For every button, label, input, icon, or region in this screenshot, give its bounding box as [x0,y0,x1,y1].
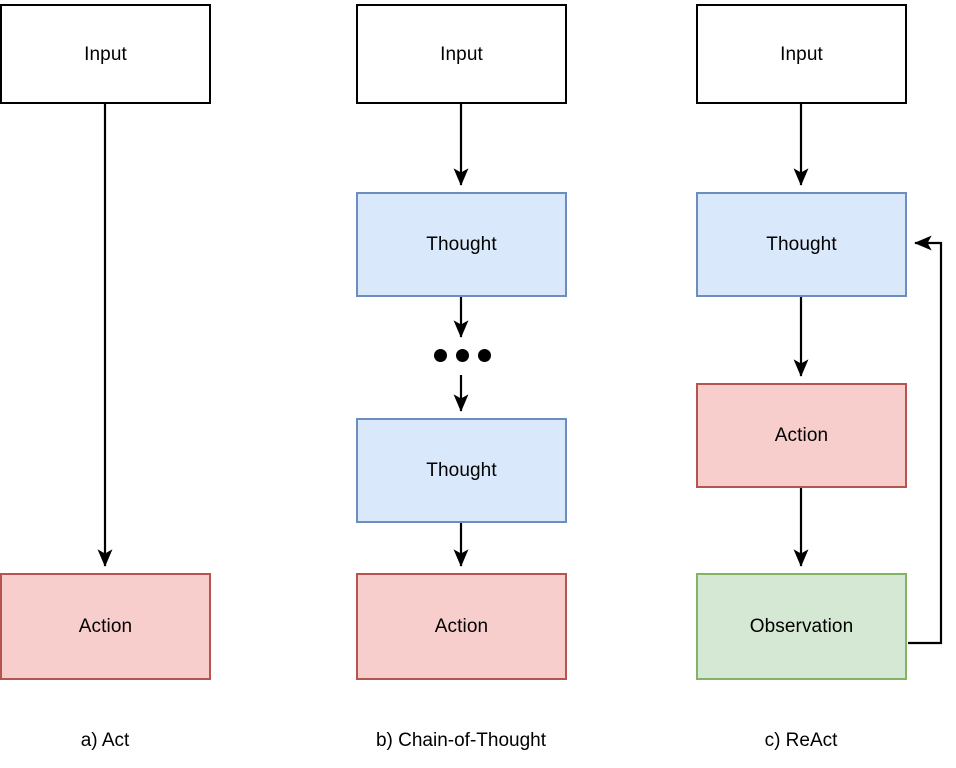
node-label: Thought [426,234,497,255]
node-cot-input[interactable]: Input [356,4,567,104]
edge-react-observation-to-thought-feedback [908,235,943,645]
node-label: Action [774,425,829,446]
ellipsis-dot [456,349,469,362]
caption-chain-of-thought: b) Chain-of-Thought [375,730,547,751]
node-label: Action [78,616,133,637]
node-cot-thought-1[interactable]: Thought [356,192,567,297]
node-act-input[interactable]: Input [0,4,211,104]
node-react-action[interactable]: Action [696,383,907,488]
node-label: Input [84,43,127,65]
ellipsis-dot [478,349,491,362]
node-cot-action[interactable]: Action [356,573,567,680]
node-label: Input [440,43,483,65]
node-react-thought[interactable]: Thought [696,192,907,297]
node-label: Thought [766,234,837,255]
node-cot-thought-2[interactable]: Thought [356,418,567,523]
node-react-observation[interactable]: Observation [696,573,907,680]
node-label: Input [780,43,823,65]
node-label: Observation [749,616,854,637]
node-react-input[interactable]: Input [696,4,907,104]
caption-react: c) ReAct [764,730,838,751]
node-label: Thought [426,460,497,481]
caption-act: a) Act [80,730,130,751]
ellipsis-dot [434,349,447,362]
node-act-action[interactable]: Action [0,573,211,680]
ellipsis-icon [434,349,491,362]
node-label: Action [434,616,489,637]
